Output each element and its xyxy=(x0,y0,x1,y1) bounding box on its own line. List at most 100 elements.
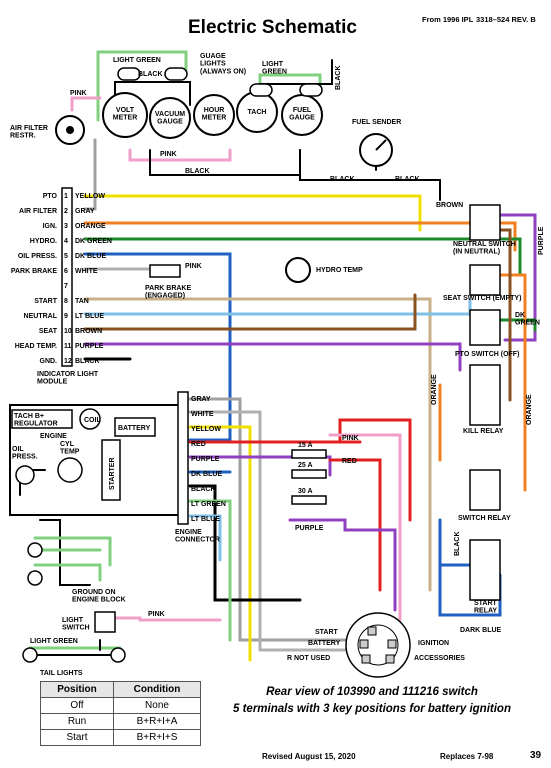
module-input-label: HEAD TEMP. xyxy=(15,343,57,350)
label-purple-bottom: PURPLE xyxy=(295,525,324,532)
table-header-row: Position Condition xyxy=(40,681,201,698)
label-pink-park-brake: PINK xyxy=(185,263,202,270)
label-black-mid: BLACK xyxy=(185,168,210,175)
label-fuse-25a: 25 A xyxy=(298,462,313,469)
label-ign-ignition: IGNITION xyxy=(418,640,449,647)
label-fuse-30a: 30 A xyxy=(298,488,313,495)
label-tach-regulator: TACH B+REGULATOR xyxy=(14,413,58,428)
footer-replaces: Replaces 7-98 xyxy=(440,752,494,761)
ignition-switch xyxy=(345,612,411,678)
module-wire-label: WHITE xyxy=(75,268,98,275)
rev-label: 3318–524 REV. B xyxy=(476,15,536,24)
connector-wire-label: LT GREEN xyxy=(191,501,226,508)
module-input-label: SEAT xyxy=(39,328,58,335)
tach-regulator-box xyxy=(11,409,73,429)
cyl-temp-sensor xyxy=(57,457,83,483)
connector-wire-label: WHITE xyxy=(191,411,214,418)
table-cell: Run xyxy=(40,713,114,730)
coil-symbol xyxy=(79,408,101,430)
module-pin-number: 8 xyxy=(64,298,68,305)
right-switches xyxy=(469,204,501,601)
module-pin-number: 9 xyxy=(64,313,68,320)
fuse-15a xyxy=(291,449,327,459)
start-relay-body xyxy=(469,539,501,601)
label-black-sender1: BLACK xyxy=(330,176,355,183)
label-neutral-switch: NEUTRAL SWITCH(IN NEUTRAL) xyxy=(453,241,516,256)
tach-gauge-label: TACH xyxy=(248,109,267,116)
label-black-sender2: BLACK xyxy=(395,176,420,183)
connector-wire-label: GRAY xyxy=(191,396,211,403)
label-brown-right: BROWN xyxy=(436,202,463,209)
module-wire-label: BLACK xyxy=(75,358,100,365)
light-switch-body xyxy=(94,611,116,633)
module-wire-label: PURPLE xyxy=(75,343,104,350)
indicator-light-module xyxy=(61,187,73,367)
fuse-block xyxy=(291,449,327,505)
module-pin-number: 2 xyxy=(64,208,68,215)
label-black-vertical: BLACK xyxy=(335,66,342,91)
caption-line-2: 5 terminals with 3 key positions for bat… xyxy=(233,703,511,715)
module-pin-number: 4 xyxy=(64,238,68,245)
label-ign-not-used: R NOT USED xyxy=(287,655,330,662)
label-orange-v2: ORANGE xyxy=(526,394,533,425)
table-header-condition: Condition xyxy=(113,681,201,698)
connector-wire-label: DK BLUE xyxy=(191,471,222,478)
label-purple-right: PURPLE xyxy=(538,226,545,255)
label-pto-switch: PTO SWITCH (OFF) xyxy=(455,351,519,358)
connector-wire-label: PURPLE xyxy=(191,456,220,463)
label-pink-top: PINK xyxy=(70,90,87,97)
module-input-label: START xyxy=(34,298,58,305)
battery-symbol xyxy=(114,417,156,437)
table-cell: B+R+I+S xyxy=(113,729,201,746)
table-header-position: Position xyxy=(40,681,114,698)
label-fuse-15a: 15 A xyxy=(298,442,313,449)
module-input-label: AIR FILTER xyxy=(19,208,57,215)
module-wire-label: BROWN xyxy=(75,328,102,335)
label-orange-v1: ORANGE xyxy=(431,374,438,405)
neutral-switch-body xyxy=(469,204,501,241)
label-kill-relay: KILL RELAY xyxy=(463,428,504,435)
label-ign-accessories: ACCESSORIES xyxy=(414,655,465,662)
table-row: Start B+R+I+S xyxy=(40,729,201,746)
lights-section xyxy=(22,542,126,663)
label-engine: ENGINE xyxy=(40,433,67,440)
table-cell: Start xyxy=(40,729,114,746)
page-title: Electric Schematic xyxy=(188,17,357,38)
module-pin-number: 11 xyxy=(64,343,72,350)
module-input-label: GND. xyxy=(40,358,58,365)
tail-light-left xyxy=(22,647,38,663)
module-wire-label: LT BLUE xyxy=(75,313,104,320)
hydro-temp-sensor xyxy=(285,257,311,283)
label-hydro-temp: HYDRO TEMP xyxy=(316,267,363,274)
module-pin-number: 3 xyxy=(64,223,68,230)
fuse-30a xyxy=(291,495,327,505)
module-wire-label: TAN xyxy=(75,298,89,305)
label-tail-lights: TAIL LIGHTS xyxy=(40,670,83,677)
module-pin-number: 6 xyxy=(64,268,68,275)
module-pin-number: 7 xyxy=(64,283,68,290)
table-cell: Off xyxy=(40,697,114,714)
engine-connector xyxy=(177,391,189,525)
fuel-sender xyxy=(359,133,393,167)
label-seat-switch: SEAT SWITCH (EMPTY) xyxy=(443,295,521,302)
connector-wire-label: RED xyxy=(191,441,206,448)
module-wire-label: DK GREEN xyxy=(75,238,112,245)
table-cell: None xyxy=(113,697,201,714)
label-black-v: BLACK xyxy=(454,532,461,557)
label-ign-start: START xyxy=(315,629,339,636)
